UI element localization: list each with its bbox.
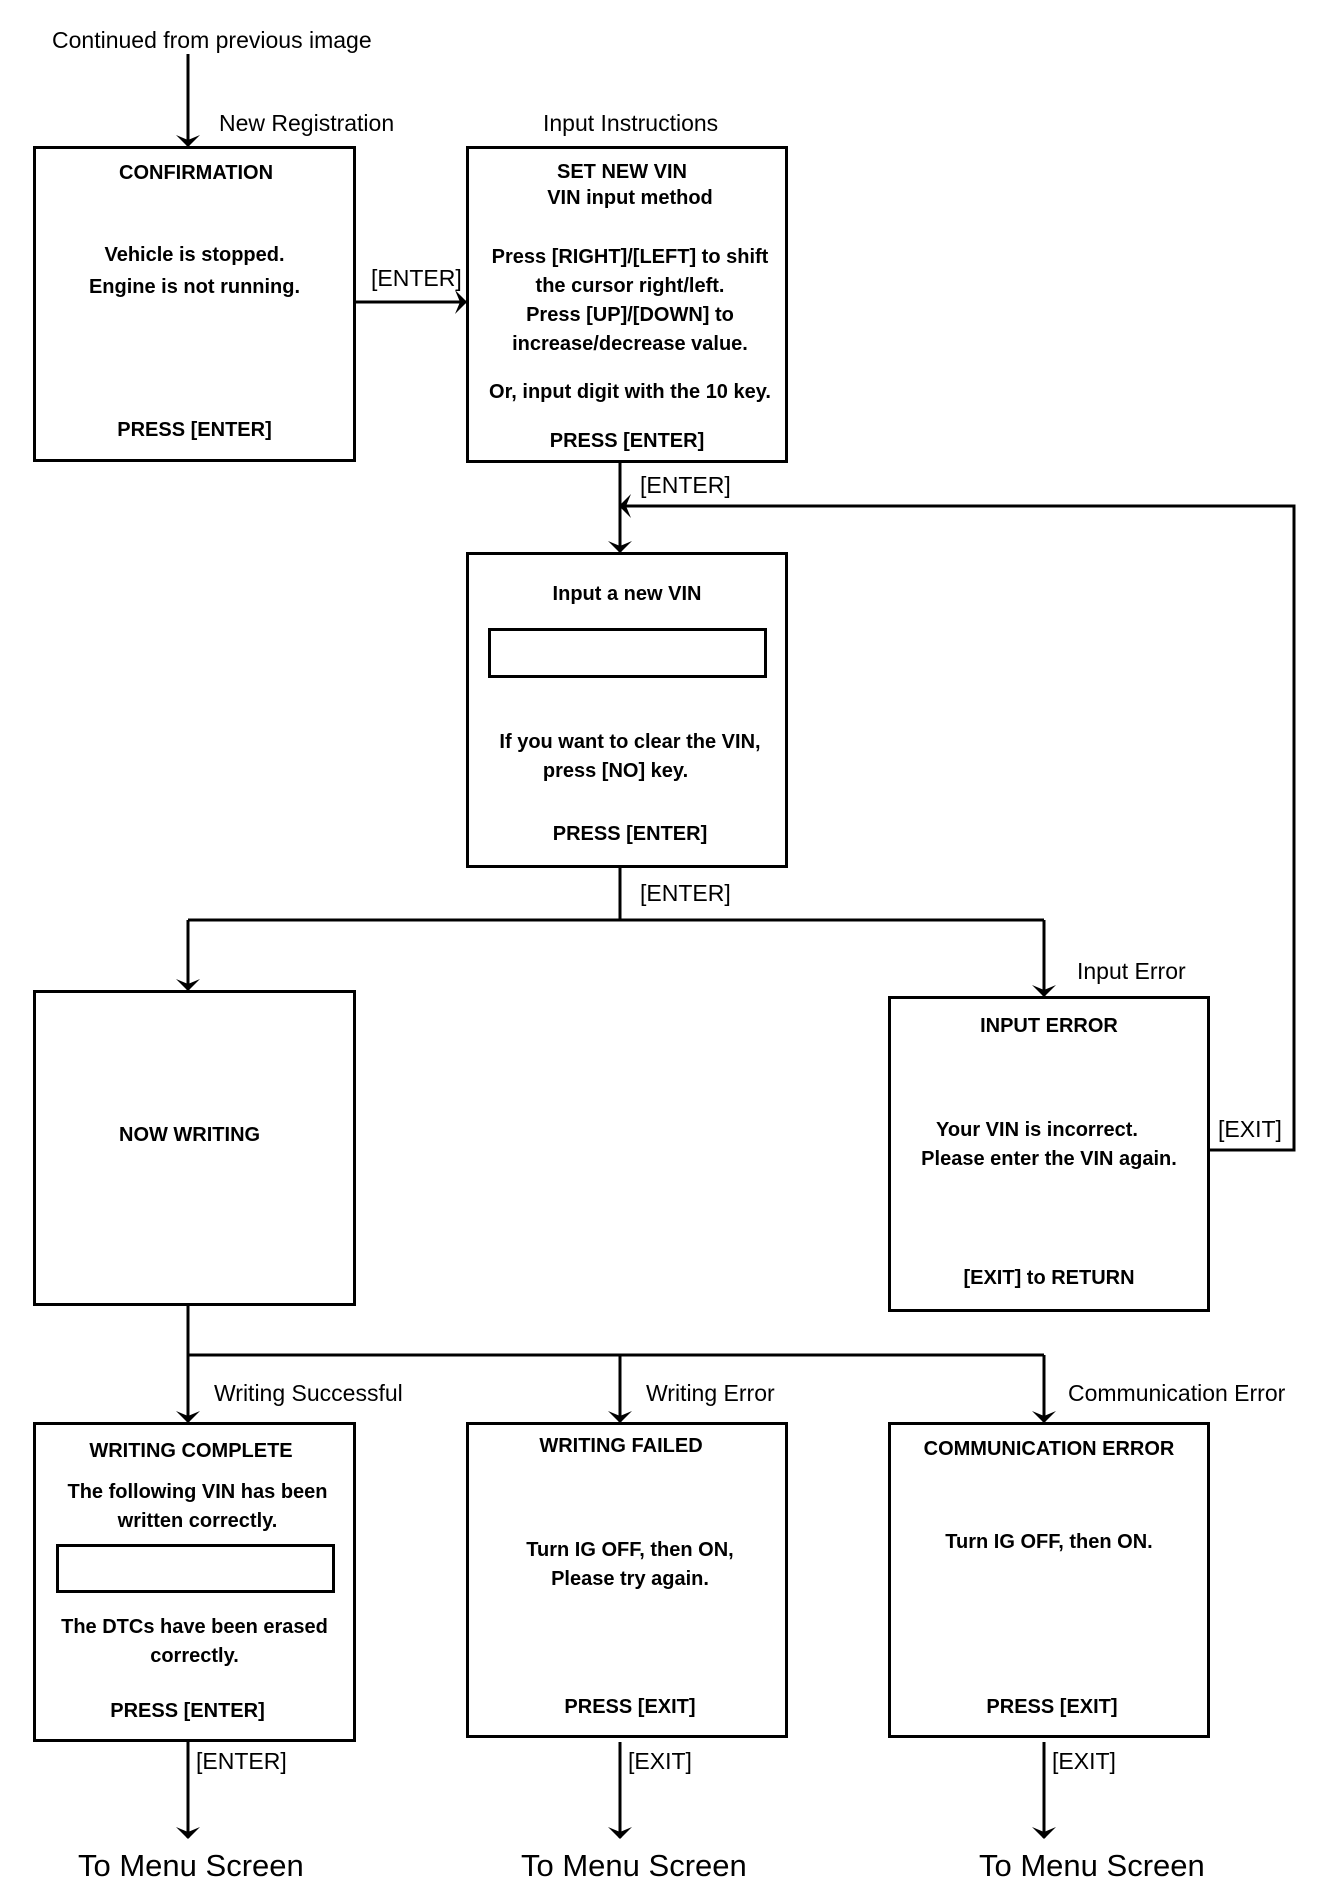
writing-failed-footer: PRESS [EXIT] [564, 1696, 696, 1718]
label-enter-1: [ENTER] [371, 265, 462, 291]
set-vin-line-5: Or, input digit with the 10 key. [489, 381, 771, 403]
label-exit-loop: [EXIT] [1218, 1116, 1282, 1142]
communication-error-screen: COMMUNICATION ERROR Turn IG OFF, then ON… [888, 1422, 1210, 1738]
input-vin-line-1: If you want to clear the VIN, [499, 731, 761, 753]
input-error-line-1: Your VIN is incorrect. [936, 1119, 1138, 1141]
label-communication-error: Communication Error [1068, 1380, 1286, 1406]
now-writing-title: NOW WRITING [119, 1124, 261, 1146]
comm-error-footer: PRESS [EXIT] [986, 1696, 1118, 1718]
set-vin-footer: PRESS [ENTER] [549, 430, 705, 452]
set-vin-line-3: Press [UP]/[DOWN] to [526, 304, 734, 326]
input-vin-line-2: press [NO] key. [542, 760, 689, 782]
writing-complete-footer: PRESS [ENTER] [110, 1700, 265, 1722]
writing-failed-title: WRITING FAILED [539, 1435, 703, 1457]
vin-entry-field [488, 628, 767, 678]
writing-failed-line-1: Turn IG OFF, then ON, [526, 1539, 734, 1561]
label-new-registration: New Registration [219, 110, 395, 136]
label-writing-error: Writing Error [646, 1380, 775, 1406]
writing-complete-line-3: The DTCs have been erased [61, 1616, 328, 1638]
destination-menu-1: To Menu Screen [78, 1848, 304, 1883]
label-input-error: Input Error [1077, 958, 1186, 984]
confirmation-title: CONFIRMATION [119, 162, 274, 184]
input-vin-title: Input a new VIN [552, 583, 702, 605]
writing-failed-line-2: Please try again. [551, 1568, 709, 1590]
confirmation-line-2: Engine is not running. [88, 276, 301, 298]
input-error-line-2: Please enter the VIN again. [921, 1148, 1177, 1170]
exit-loop-line [619, 494, 1296, 1152]
destination-menu-2: To Menu Screen [521, 1848, 747, 1883]
writing-complete-line-4: correctly. [150, 1645, 239, 1667]
input-vin-footer: PRESS [ENTER] [552, 823, 708, 845]
confirmation-footer: PRESS [ENTER] [117, 419, 272, 441]
writing-complete-line-1: The following VIN has been [67, 1481, 328, 1503]
label-enter-out: [ENTER] [196, 1748, 287, 1774]
written-vin-field [56, 1544, 335, 1593]
destination-menu-3: To Menu Screen [979, 1848, 1205, 1883]
now-writing-screen: NOW WRITING [33, 990, 356, 1306]
input-error-footer: [EXIT] to RETURN [963, 1267, 1135, 1289]
set-vin-subtitle: VIN input method [547, 187, 713, 209]
set-new-vin-screen: SET NEW VIN VIN input method Press [RIGH… [466, 146, 788, 463]
set-vin-title: SET NEW VIN [556, 161, 687, 183]
label-input-instructions: Input Instructions [543, 110, 719, 136]
input-error-screen: INPUT ERROR Your VIN is incorrect. Pleas… [888, 996, 1210, 1312]
top-note: Continued from previous image [52, 27, 372, 53]
label-writing-successful: Writing Successful [214, 1380, 403, 1406]
input-vin-screen: Input a new VIN If you want to clear the… [466, 552, 788, 868]
comm-error-line-1: Turn IG OFF, then ON. [945, 1531, 1153, 1553]
set-vin-line-1: Press [RIGHT]/[LEFT] to shift [491, 246, 769, 268]
label-enter-3: [ENTER] [640, 880, 731, 906]
label-exit-out-2: [EXIT] [1052, 1748, 1116, 1774]
writing-complete-line-2: written correctly. [117, 1510, 278, 1532]
confirmation-line-1: Vehicle is stopped. [104, 244, 285, 266]
label-enter-2: [ENTER] [640, 472, 731, 498]
label-exit-out-1: [EXIT] [628, 1748, 692, 1774]
set-vin-line-4: increase/decrease value. [512, 333, 748, 355]
writing-complete-title: WRITING COMPLETE [89, 1440, 293, 1462]
writing-complete-screen: WRITING COMPLETE The following VIN has b… [33, 1422, 356, 1742]
set-vin-line-2: the cursor right/left. [535, 275, 725, 297]
input-error-title: INPUT ERROR [980, 1015, 1118, 1037]
confirmation-screen: CONFIRMATION Vehicle is stopped. Engine … [33, 146, 356, 462]
writing-failed-screen: WRITING FAILED Turn IG OFF, then ON, Ple… [466, 1422, 788, 1738]
comm-error-title: COMMUNICATION ERROR [923, 1438, 1175, 1460]
